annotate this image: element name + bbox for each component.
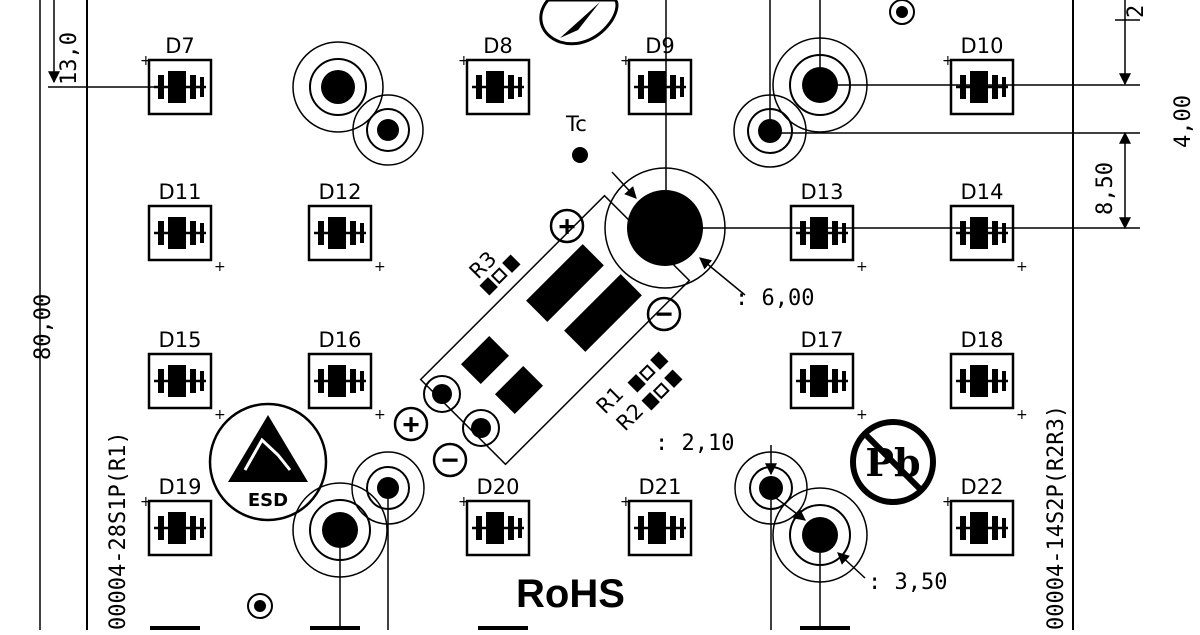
dim-label-6: : 6,00 — [735, 286, 814, 311]
cutoff-label-b — [310, 626, 360, 630]
tc-point — [572, 147, 588, 163]
led-label: D14 — [961, 180, 1004, 204]
led-d20: D20 + — [458, 475, 531, 557]
left-part-code: 00004-28S1P(R1) — [106, 431, 131, 630]
led-d11: D11 + — [147, 180, 226, 275]
led-d16: D16 + — [307, 328, 386, 423]
led-label: D19 — [159, 475, 202, 499]
led-anode-mark: + — [214, 259, 226, 275]
driver-pad-4 — [494, 365, 544, 415]
led-label: D12 — [319, 180, 362, 204]
led-d15: D15 + — [147, 328, 226, 423]
led-anode-mark: + — [856, 259, 868, 275]
svg-text:+: + — [403, 407, 420, 440]
svg-text:−: − — [656, 297, 673, 330]
led-d21: D21 + — [620, 475, 693, 557]
led-label: D17 — [801, 328, 844, 352]
led-d10: D10 + — [942, 34, 1015, 116]
brand-logo — [539, 0, 619, 46]
led-anode-mark: + — [458, 53, 470, 69]
led-label: D20 — [477, 475, 520, 499]
dim-label-2-10: : 2,10 — [655, 431, 734, 456]
dim-label-80: 80,00 — [31, 294, 56, 360]
led-d7: D7 + — [140, 34, 213, 116]
led-d22: D22 + — [942, 475, 1015, 557]
svg-text:ESD: ESD — [248, 490, 288, 511]
svg-text:+: + — [559, 209, 576, 242]
led-anode-mark: + — [1016, 407, 1028, 423]
led-anode-mark: + — [1016, 259, 1028, 275]
center-arrow-a — [611, 171, 637, 199]
dim-label-3-50: : 3,50 — [868, 570, 947, 595]
led-label: D16 — [319, 328, 362, 352]
pb-free-symbol: Pb — [850, 419, 936, 505]
br-arrow-3-50 — [837, 552, 866, 579]
led-anode-mark: + — [374, 259, 386, 275]
center-hole — [604, 167, 726, 289]
led-anode-mark: + — [214, 407, 226, 423]
led-label: D10 — [961, 34, 1004, 58]
esd-symbol: ESD — [208, 402, 328, 522]
plus-symbol-top: + — [549, 208, 585, 244]
dim-label-2: 2 — [1124, 5, 1149, 18]
tc-label: Tc — [565, 112, 587, 136]
led-anode-mark: + — [620, 53, 632, 69]
led-anode-mark: + — [620, 494, 632, 510]
svg-text:−: − — [442, 443, 459, 476]
center-arrow-b — [699, 257, 746, 296]
led-anode-mark: + — [458, 494, 470, 510]
led-label: D9 — [645, 34, 675, 58]
led-anode-mark: + — [374, 407, 386, 423]
wire-pad-1 — [423, 375, 461, 413]
fiducial-bottom — [247, 593, 273, 619]
led-d14: D14 + — [949, 180, 1028, 275]
led-d17: D17 + — [789, 328, 868, 423]
cutoff-label-d — [800, 626, 850, 630]
resistor-r2 — [641, 369, 683, 411]
driver-pad-1 — [526, 244, 604, 322]
br-arrow-diag — [775, 497, 806, 521]
led-label: D18 — [961, 328, 1004, 352]
resistor-r3 — [479, 254, 521, 296]
led-label: D11 — [159, 180, 202, 204]
led-anode-mark: + — [942, 494, 954, 510]
led-label: D8 — [483, 34, 513, 58]
driver-pad-3 — [460, 335, 510, 385]
dim-label-13: 13,0 — [57, 32, 82, 85]
driver-pad-2 — [564, 274, 642, 352]
led-footprints: D7+D8+D9+D10+D11+D12+D13+D14+D15+D16+D17… — [140, 34, 1028, 557]
wire-pad-2 — [462, 409, 500, 447]
led-label: D13 — [801, 180, 844, 204]
minus-symbol-top: − — [646, 296, 682, 332]
fiducial-top — [889, 0, 915, 25]
led-d8: D8 + — [458, 34, 531, 116]
led-d13: D13 + — [789, 180, 868, 275]
led-anode-mark: + — [856, 407, 868, 423]
cutoff-label-c — [478, 626, 528, 630]
resistor-r1 — [627, 351, 669, 393]
led-label: D15 — [159, 328, 202, 352]
mount-hole-tl-small — [352, 94, 424, 166]
led-d18: D18 + — [949, 328, 1028, 423]
led-anode-mark: + — [942, 53, 954, 69]
led-d19: D19 + — [140, 475, 213, 557]
cutoff-label-a — [150, 626, 200, 630]
plus-symbol-bottom: + — [393, 406, 429, 442]
led-label: D21 — [639, 475, 682, 499]
led-d12: D12 + — [307, 180, 386, 275]
led-label: D22 — [961, 475, 1004, 499]
dim-label-4: 4,00 — [1171, 95, 1196, 148]
right-part-code: 00004-14S2P(R2R3) — [1044, 405, 1069, 630]
led-anode-mark: + — [140, 494, 152, 510]
led-anode-mark: + — [140, 53, 152, 69]
mount-hole-tl — [292, 41, 384, 133]
rohs-label: RoHS — [516, 572, 625, 616]
led-label: D7 — [165, 34, 195, 58]
minus-symbol-bottom: − — [432, 442, 468, 478]
led-d9: D9 + — [620, 34, 693, 116]
dim-label-8-50: 8,50 — [1093, 162, 1118, 215]
